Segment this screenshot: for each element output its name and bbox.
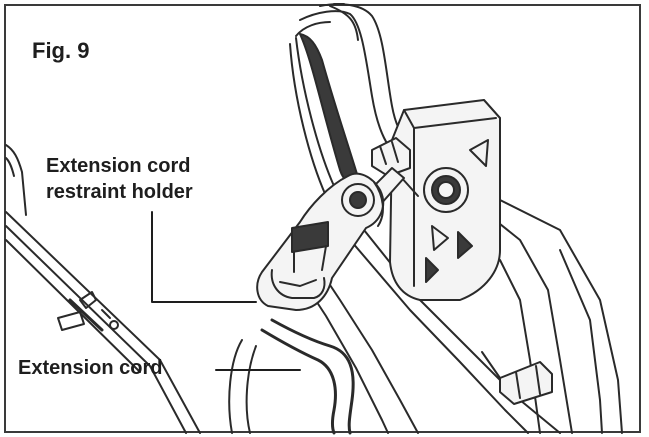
holder-callout-line1: Extension cord <box>46 155 191 177</box>
cord-callout: Extension cord <box>18 357 163 379</box>
left-handle-frame <box>5 144 201 434</box>
holder-leader-line <box>151 211 257 303</box>
lower-clamp <box>481 351 553 405</box>
holder-callout-line2: restraint holder <box>46 181 193 203</box>
figure-title: Fig. 9 <box>32 38 90 63</box>
callout-leaders <box>151 211 301 371</box>
cord-restraint-holder <box>256 172 385 311</box>
